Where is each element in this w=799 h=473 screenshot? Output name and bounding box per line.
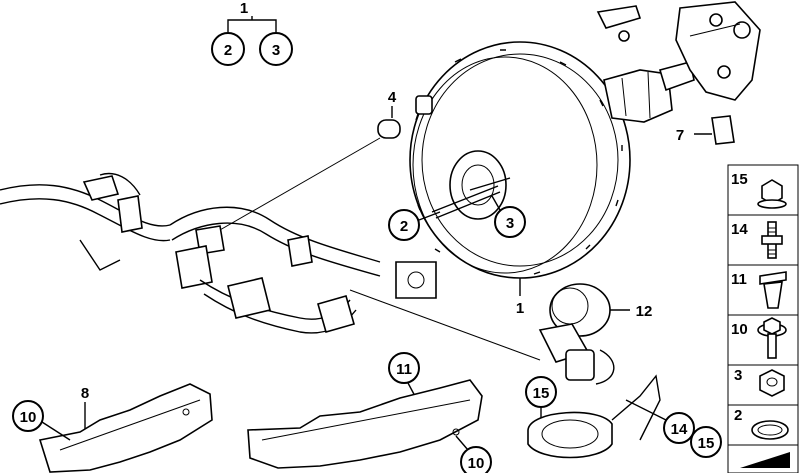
legend-num: 3 — [734, 367, 742, 384]
mounting-gasket — [596, 1, 761, 101]
callout-2-circle — [211, 32, 245, 66]
callout-1-booster: 1 — [516, 278, 524, 317]
expanding-rivet-icon — [759, 271, 787, 309]
vacuum-hose-assembly — [0, 172, 541, 361]
seal-ring-icon — [751, 420, 789, 440]
clip-7: 7 — [676, 115, 735, 145]
callout-12-label: 12 — [636, 303, 653, 320]
callout-8-label: 8 — [81, 385, 89, 402]
vacuum-pump-12: 12 — [538, 283, 653, 385]
callout-10-left-label: 10 — [20, 409, 37, 426]
legend-num: 10 — [731, 321, 748, 338]
legend-row-wedge — [727, 444, 799, 473]
wedge-shim-icon — [740, 452, 790, 468]
callout-15-bottom-label: 15 — [533, 385, 550, 402]
callout-1-label: 1 — [240, 0, 248, 17]
grommet-4: 4 — [205, 89, 401, 239]
callout-10-mid-label: 10 — [468, 455, 485, 472]
legend-num: 15 — [731, 171, 748, 188]
hex-bolt-washer-icon — [757, 317, 787, 359]
pump-bracket: 15 14 15 — [525, 374, 722, 459]
callout-14-bottom-label: 14 — [671, 421, 688, 438]
heat-shield-11: 11 10 — [247, 352, 492, 473]
hex-nut-icon — [759, 369, 785, 397]
callout-3-circle — [259, 32, 293, 66]
brake-booster — [409, 41, 695, 279]
callout-11-label: 11 — [396, 361, 412, 378]
parts-legend: 15 14 11 10 — [727, 164, 799, 473]
callout-4-label: 4 — [388, 89, 397, 106]
callout-7-label: 7 — [676, 127, 684, 144]
legend-num: 11 — [731, 271, 747, 288]
legend-row-14: 14 — [727, 214, 799, 266]
callout-15-bottom-right-label: 15 — [698, 435, 715, 452]
stud-callouts: 2 3 — [388, 195, 526, 241]
legend-num: 2 — [734, 407, 742, 424]
callout-group-1: 1 2 3 — [211, 0, 293, 66]
bracket-8: 8 10 — [12, 383, 213, 473]
callout-2-label: 2 — [224, 42, 232, 59]
legend-row-2: 2 — [727, 404, 799, 446]
callout-3-label: 3 — [272, 42, 280, 59]
legend-num: 14 — [731, 221, 748, 238]
callout-2-booster-label: 2 — [400, 218, 408, 235]
legend-row-15: 15 — [727, 164, 799, 216]
hex-nut-flange-icon — [757, 179, 787, 209]
stud-bolt-icon — [761, 221, 783, 259]
legend-row-3: 3 — [727, 364, 799, 406]
legend-row-11: 11 — [727, 264, 799, 316]
callout-1-booster-label: 1 — [516, 300, 524, 317]
legend-row-10: 10 — [727, 314, 799, 366]
callout-3-booster-label: 3 — [506, 215, 514, 232]
